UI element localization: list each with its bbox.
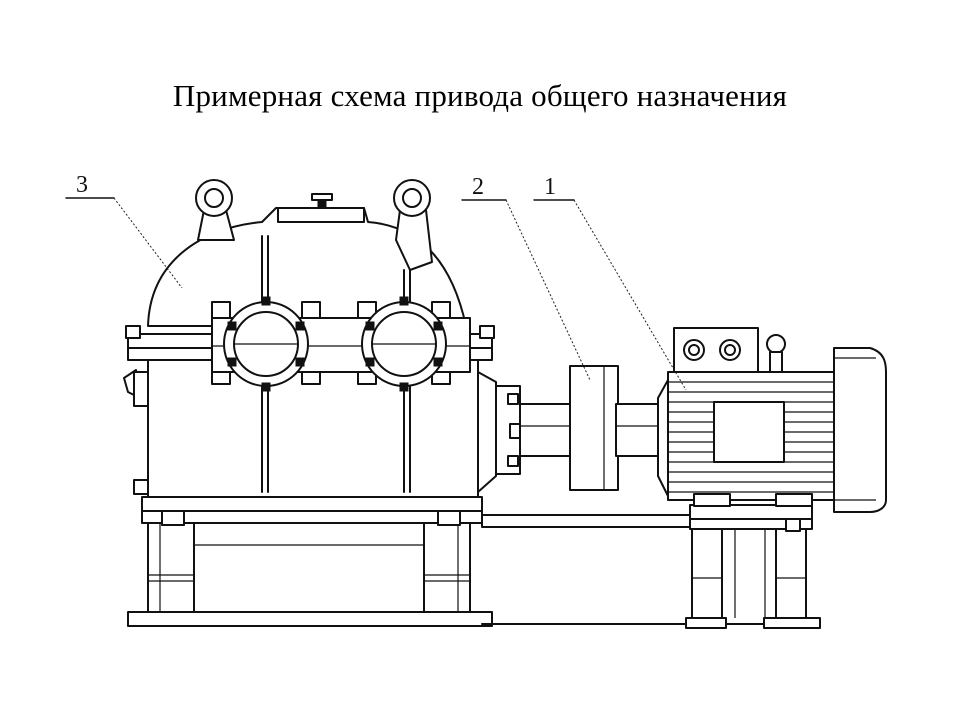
page-title: Примерная схема привода общего назначени… [172, 78, 788, 113]
callout-2: 2 [461, 174, 591, 381]
callout-number-2: 2 [472, 174, 484, 200]
shaft-coupling [519, 365, 659, 491]
electric-motor [657, 327, 887, 513]
gearbox-reducer [123, 179, 521, 498]
base-frame [127, 496, 821, 629]
callout-1: 1 [533, 174, 687, 391]
callout-number-3: 3 [76, 172, 88, 198]
bearing-housing-right [361, 296, 447, 392]
bearing-housing-left [223, 296, 309, 392]
callout-number-1: 1 [544, 174, 556, 200]
callout-3: 3 [65, 172, 183, 289]
